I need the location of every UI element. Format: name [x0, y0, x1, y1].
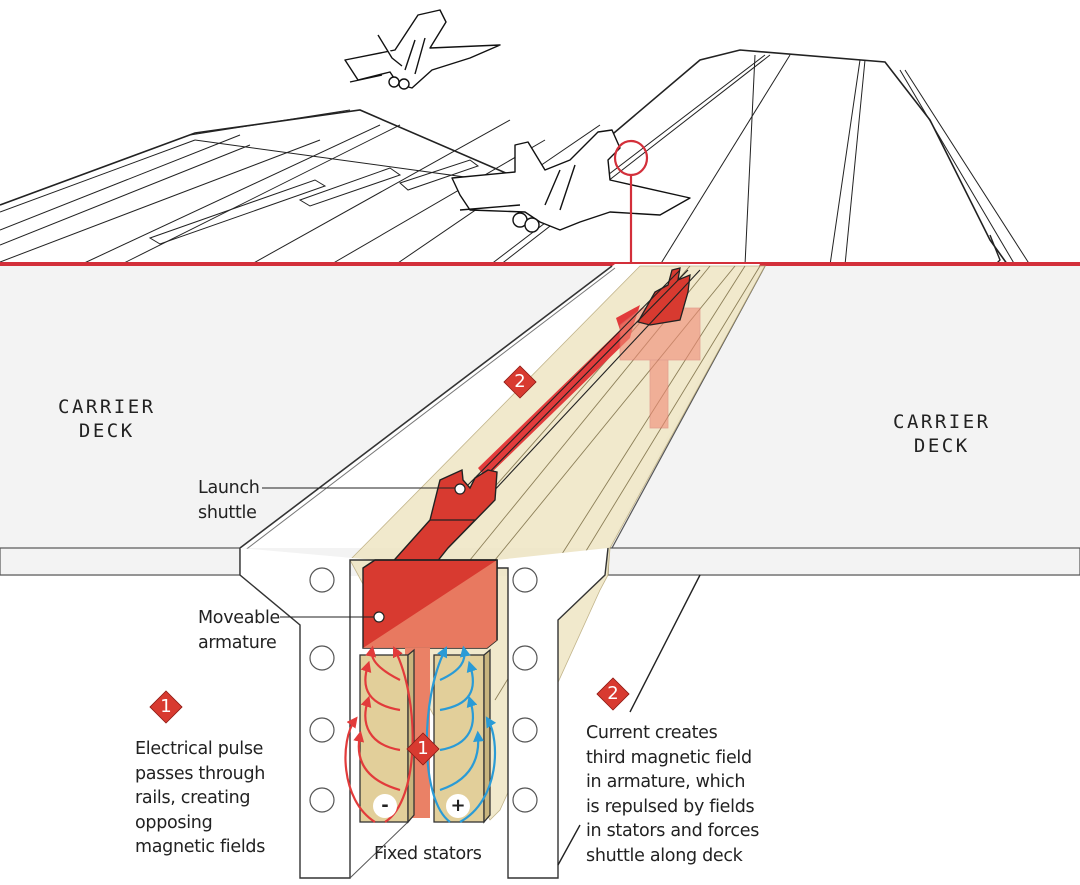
shuttle-callout-dot	[454, 483, 466, 495]
deck-outline	[0, 49, 1011, 269]
fixed-stators	[359, 648, 491, 824]
launch-direction-arrow	[478, 305, 640, 478]
step-1-diagram-number: 1	[417, 738, 429, 759]
moveable-armature-label: Moveable armature	[198, 608, 280, 653]
armature-callout-dot	[373, 611, 385, 623]
detail-callout-icon	[613, 139, 649, 263]
step-2-diagram-badge: 2	[503, 365, 537, 399]
step-2-diagram-number: 2	[514, 371, 526, 392]
step-2-badge: 2	[596, 677, 630, 711]
step-2-number: 2	[607, 683, 619, 704]
fixed-stators-label: Fixed stators	[374, 844, 482, 864]
step-2-text: Current creates third magnetic field in …	[586, 723, 760, 866]
stator-negative-sign: -	[373, 794, 397, 818]
carrier-deck-label-left: CARRIER DECK	[58, 396, 156, 442]
carrier-perspective	[0, 49, 1031, 291]
step-1-number: 1	[160, 696, 172, 717]
step-1-badge: 1	[149, 690, 183, 724]
leader-lines	[262, 487, 455, 618]
rails	[464, 269, 701, 496]
launch-shuttle-label: Launch shuttle	[198, 478, 260, 523]
carrier-deck-label-right: CARRIER DECK	[893, 411, 991, 457]
step-1-text: Electrical pulse passes through rails, c…	[135, 739, 266, 857]
jet-airborne-icon	[344, 9, 501, 90]
deck-slab	[0, 547, 1080, 576]
step-1-diagram-badge: 1	[406, 732, 440, 766]
stator-positive-sign: +	[446, 794, 470, 818]
frame-holes	[309, 567, 538, 813]
